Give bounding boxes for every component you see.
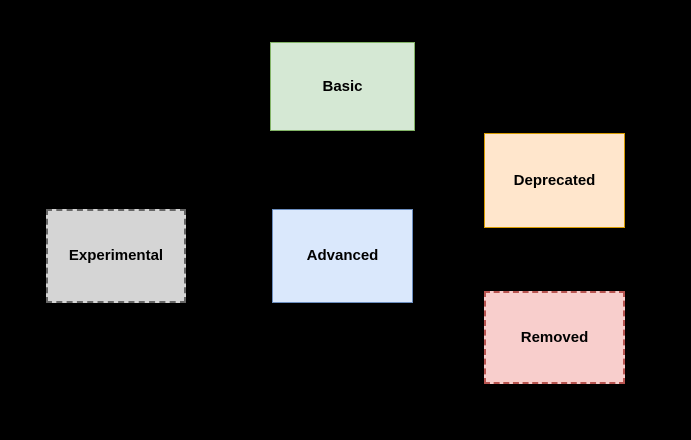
node-basic-label: Basic [322, 77, 363, 95]
node-advanced-label: Advanced [306, 247, 379, 264]
node-removed: Removed [484, 291, 625, 384]
node-deprecated-label: Deprecated [513, 171, 596, 189]
node-advanced: Advanced [272, 209, 413, 303]
node-basic: Basic [270, 42, 415, 131]
node-experimental-label: Experimental [68, 247, 164, 264]
node-deprecated: Deprecated [484, 133, 625, 228]
node-experimental: Experimental [46, 209, 186, 303]
node-removed-label: Removed [520, 328, 589, 346]
